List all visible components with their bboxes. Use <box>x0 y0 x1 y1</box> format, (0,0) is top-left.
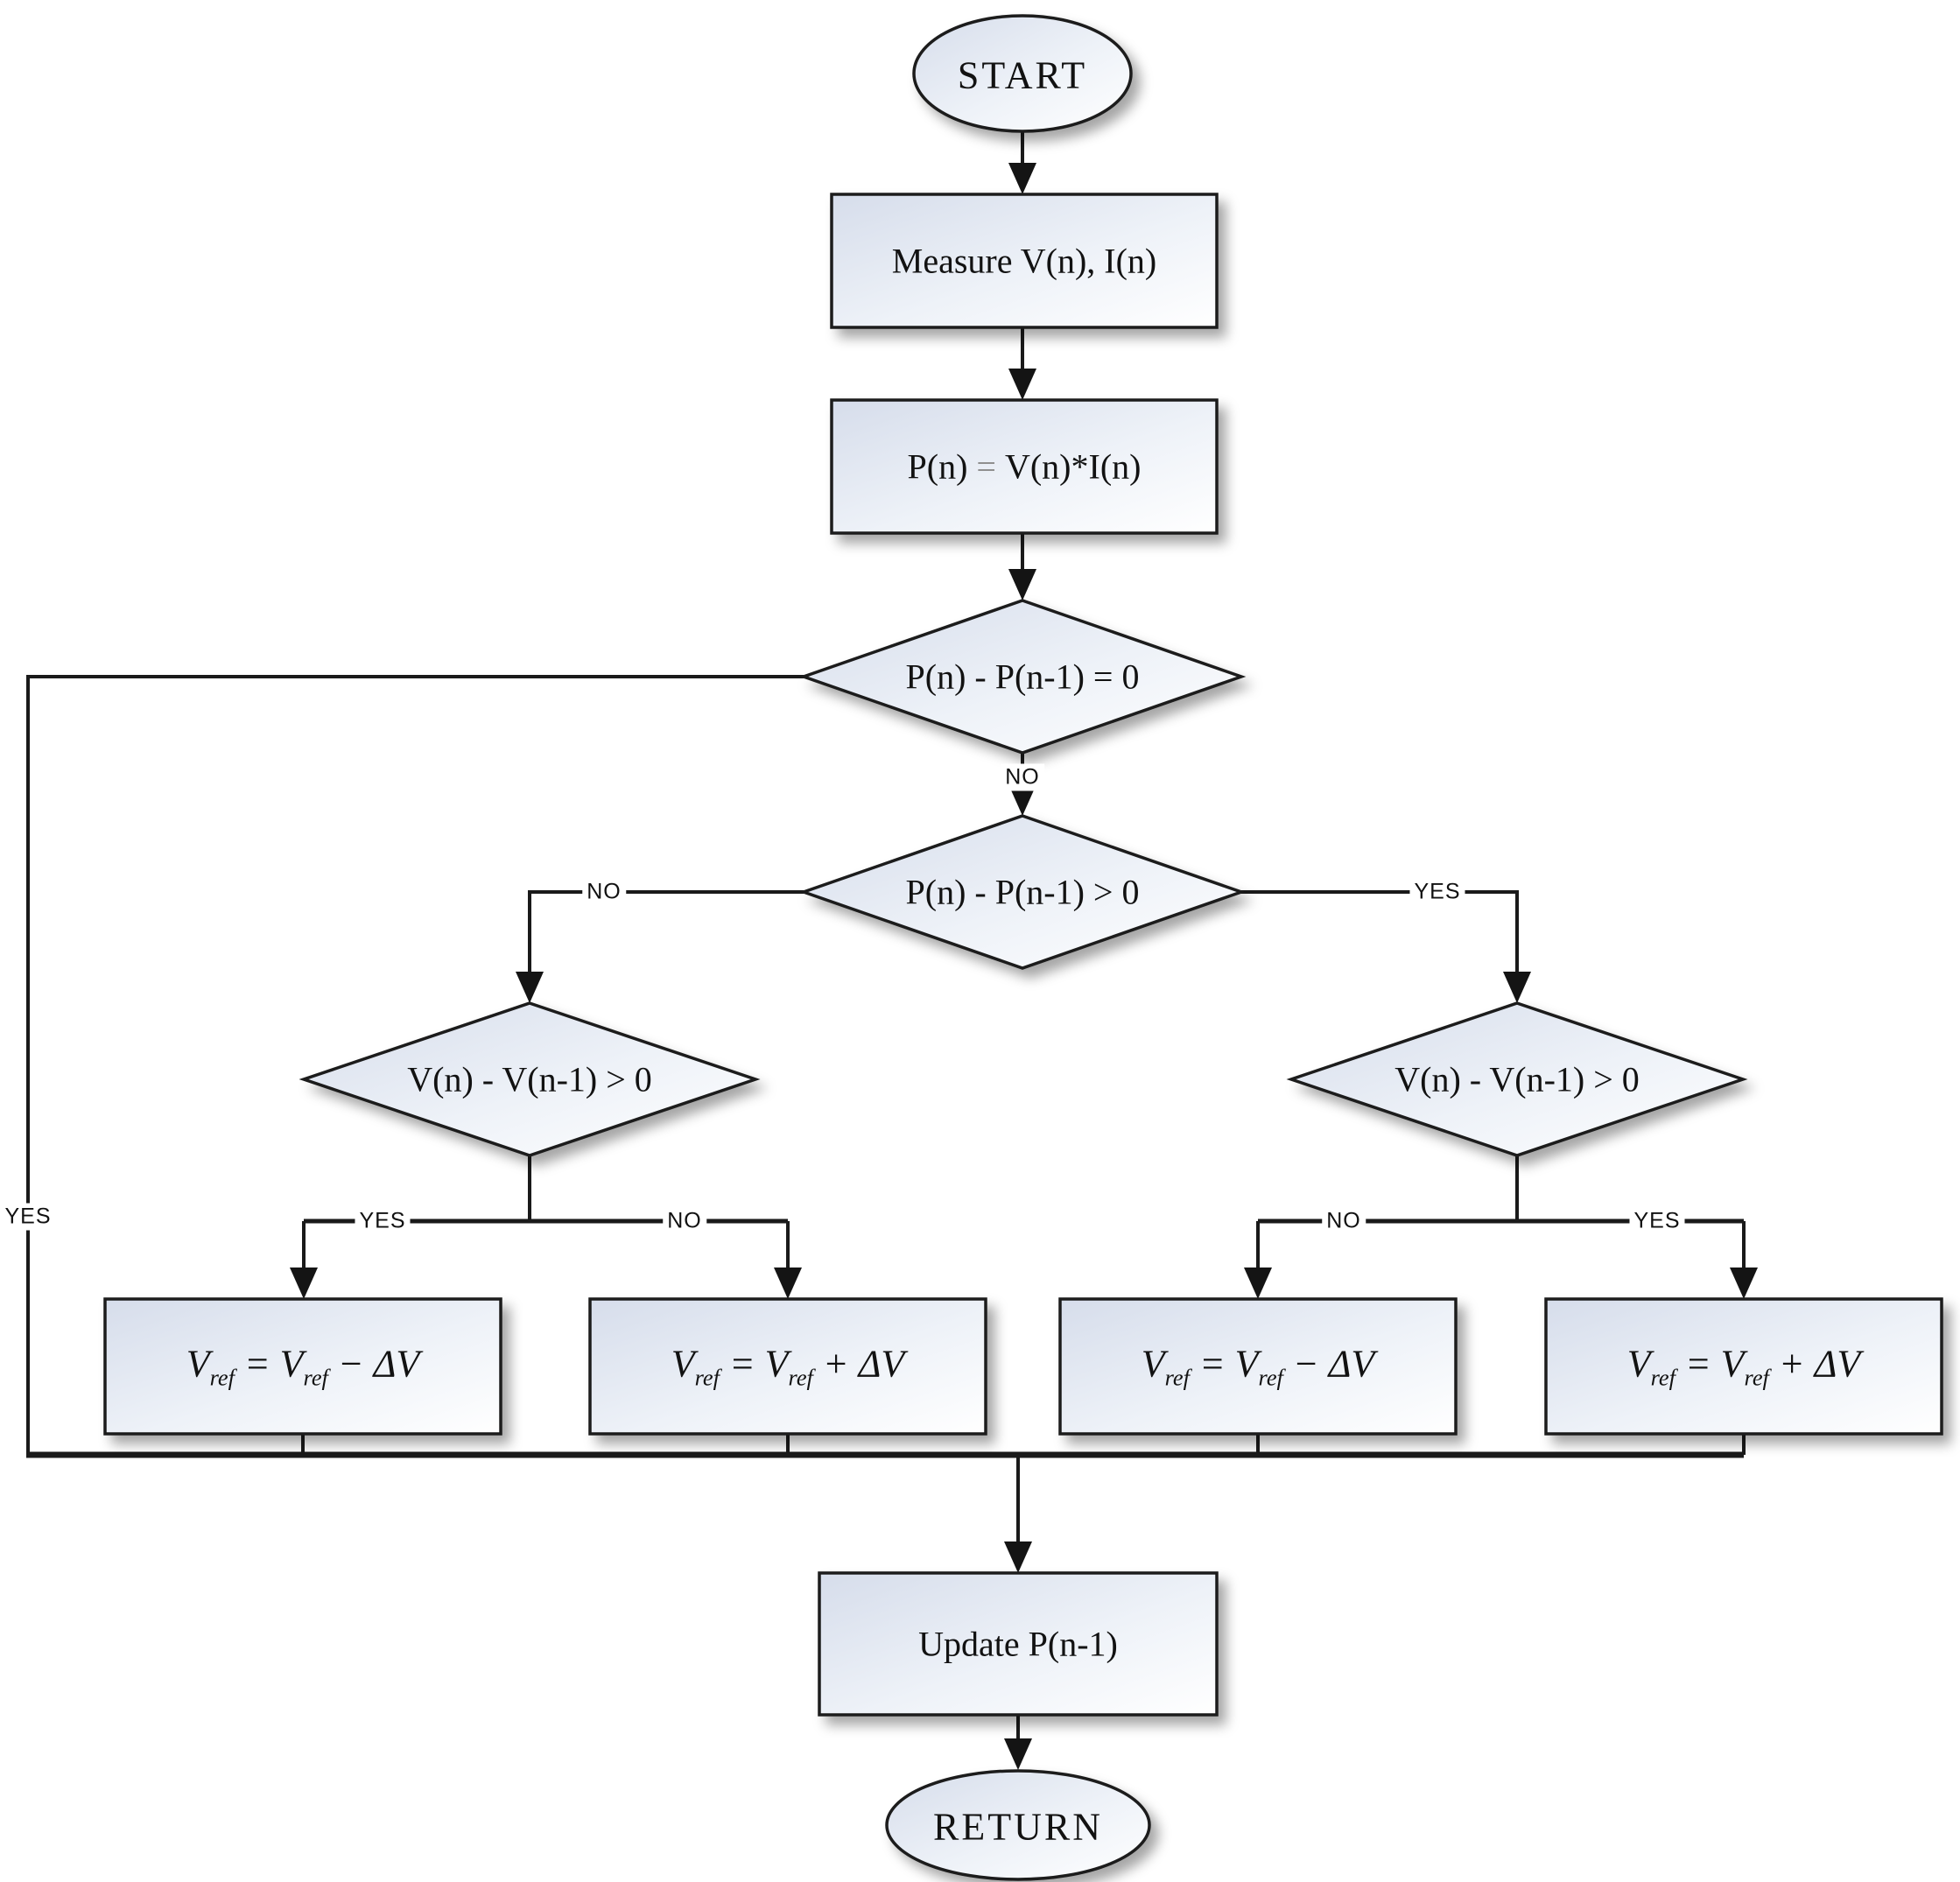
update-process-box <box>818 1571 1219 1717</box>
edge-label-yes: YES <box>355 1207 411 1235</box>
edge-label-yes: YES <box>1629 1207 1685 1235</box>
arrowhead <box>1008 369 1036 400</box>
update-label: Update P(n-1) <box>918 1624 1118 1664</box>
power-equals: = <box>976 446 996 487</box>
vref-dec-right-label: Vref = Vref − ΔV <box>1141 1342 1375 1391</box>
decision-dp-pos-label: P(n) - P(n-1) > 0 <box>905 872 1140 912</box>
decision-dv-right-label: V(n) - V(n-1) > 0 <box>1394 1059 1640 1099</box>
arrowhead <box>1244 1268 1272 1299</box>
edge-label-no: NO <box>663 1207 706 1235</box>
edge-decision2-no <box>528 890 804 977</box>
decision-dv-right-diamond <box>1286 1001 1748 1157</box>
vref-inc-right-box <box>1544 1297 1943 1436</box>
edge-label-no: NO <box>1001 763 1044 791</box>
arrowhead <box>290 1268 318 1299</box>
return-terminator <box>885 1769 1151 1881</box>
measure-label: Measure V(n), I(n) <box>891 241 1157 281</box>
vref-dec-right-box <box>1058 1297 1458 1436</box>
arrowhead <box>516 972 544 1003</box>
edge-decision2-yes <box>1241 890 1519 977</box>
edge-label-yes: YES <box>0 1203 56 1231</box>
vref-inc-right-label: Vref = Vref + ΔV <box>1626 1342 1861 1391</box>
vref-inc-left-box <box>588 1297 987 1436</box>
start-label: START <box>957 53 1088 97</box>
arrowhead <box>1008 569 1036 600</box>
flow-edges <box>26 131 1746 1744</box>
power-lhs: P(n) <box>907 446 968 487</box>
power-label: P(n)=V(n)*I(n) <box>908 446 1142 488</box>
arrowhead <box>1503 972 1531 1003</box>
vref-dec-left-label: Vref = Vref − ΔV <box>186 1342 420 1391</box>
flow-nodes <box>103 14 1943 1881</box>
edge-label-yes: YES <box>1409 878 1465 906</box>
edge-decision1-yes-loop <box>26 675 804 1455</box>
arrowhead <box>1730 1268 1758 1299</box>
decision-dv-left-label: V(n) - V(n-1) > 0 <box>407 1059 652 1099</box>
decision-dp-zero-label: P(n) - P(n-1) = 0 <box>905 657 1140 697</box>
decision-dp-pos-diamond <box>798 814 1247 970</box>
decision-dv-left-diamond <box>299 1001 761 1157</box>
vref-dec-left-box <box>103 1297 502 1436</box>
return-label: RETURN <box>933 1805 1103 1849</box>
power-rhs: V(n)*I(n) <box>1004 446 1142 487</box>
decision-dp-zero-diamond <box>798 599 1247 755</box>
start-terminator <box>912 14 1133 133</box>
power-process-box <box>830 398 1219 535</box>
arrowhead <box>1008 163 1036 194</box>
arrowhead <box>1004 1738 1032 1770</box>
vref-inc-left-label: Vref = Vref + ΔV <box>671 1342 905 1391</box>
edge-label-no: NO <box>1322 1207 1366 1235</box>
edge-label-no: NO <box>582 878 626 906</box>
arrowhead <box>774 1268 802 1299</box>
measure-process-box <box>830 193 1219 329</box>
arrowhead <box>1004 1541 1032 1573</box>
arrowhead <box>1008 784 1036 816</box>
flow-arrowheads <box>290 163 1758 1770</box>
